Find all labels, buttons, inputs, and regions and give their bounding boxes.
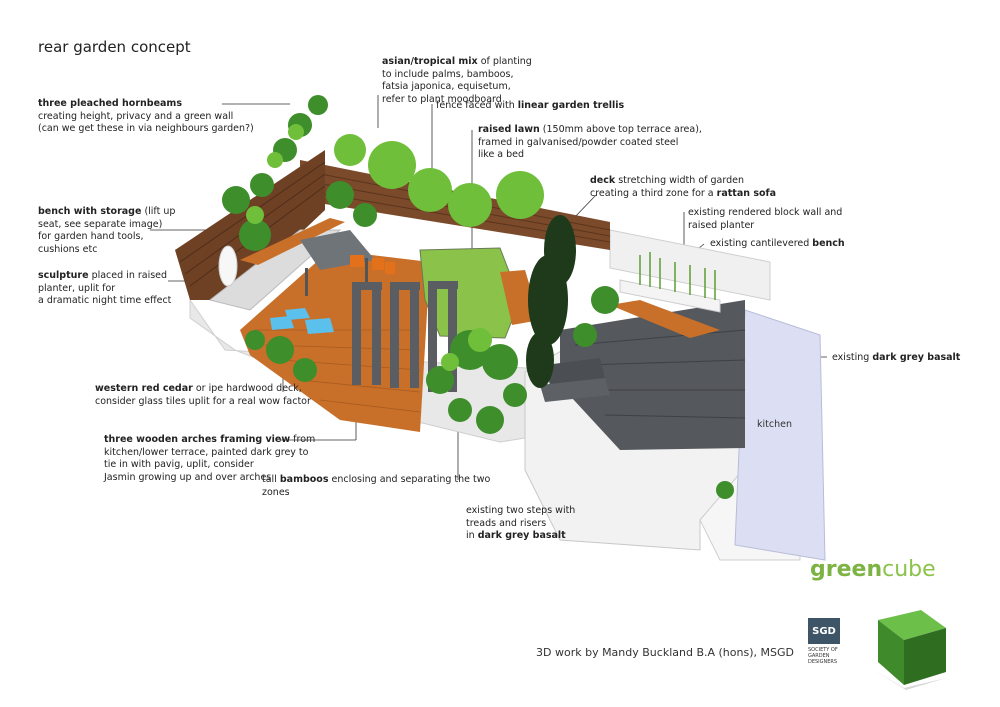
- annotation-bench-storage: bench with storage (lift up seat, see se…: [38, 206, 176, 255]
- page-title: rear garden concept: [38, 38, 191, 56]
- annotation-steps: existing two steps with treads and riser…: [466, 505, 576, 541]
- annotation-basalt: existing dark grey basalt: [832, 352, 961, 363]
- annotation-hornbeams: three pleached hornbeams creating height…: [38, 98, 254, 134]
- annotation-arches: three wooden arches framing view from ki…: [104, 434, 316, 483]
- annotation-sculpture: sculpture placed in raised planter, upli…: [38, 270, 172, 306]
- annotation-cantilevered-bench: existing cantilevered bench: [710, 238, 845, 249]
- annotation-bamboos: tall bamboos enclosing and separating th…: [262, 474, 491, 498]
- sgd-full-name: SOCIETY OF GARDEN DESIGNERS: [808, 647, 838, 665]
- credit-text: 3D work by Mandy Buckland B.A (hons), MS…: [536, 646, 794, 659]
- annotation-fence: fence faced with linear garden trellis: [436, 100, 625, 111]
- green-cube-icon: [874, 610, 946, 690]
- greencube-logo: greencube: [810, 557, 936, 582]
- annotation-deck: deck stretching width of garden creating…: [590, 175, 777, 199]
- kitchen-label: kitchen: [757, 419, 792, 430]
- annotation-cedar-deck: western red cedar or ipe hardwood deck, …: [95, 383, 311, 407]
- annotation-raised-lawn: raised lawn (150mm above top terrace are…: [478, 124, 702, 160]
- sgd-abbr: SGD: [808, 618, 840, 644]
- annotation-rendered-wall: existing rendered block wall and raised …: [688, 207, 843, 231]
- sgd-logo: SGD SOCIETY OF GARDEN DESIGNERS: [808, 618, 840, 674]
- annotation-asian-tropical: asian/tropical mix of planting to includ…: [382, 56, 532, 105]
